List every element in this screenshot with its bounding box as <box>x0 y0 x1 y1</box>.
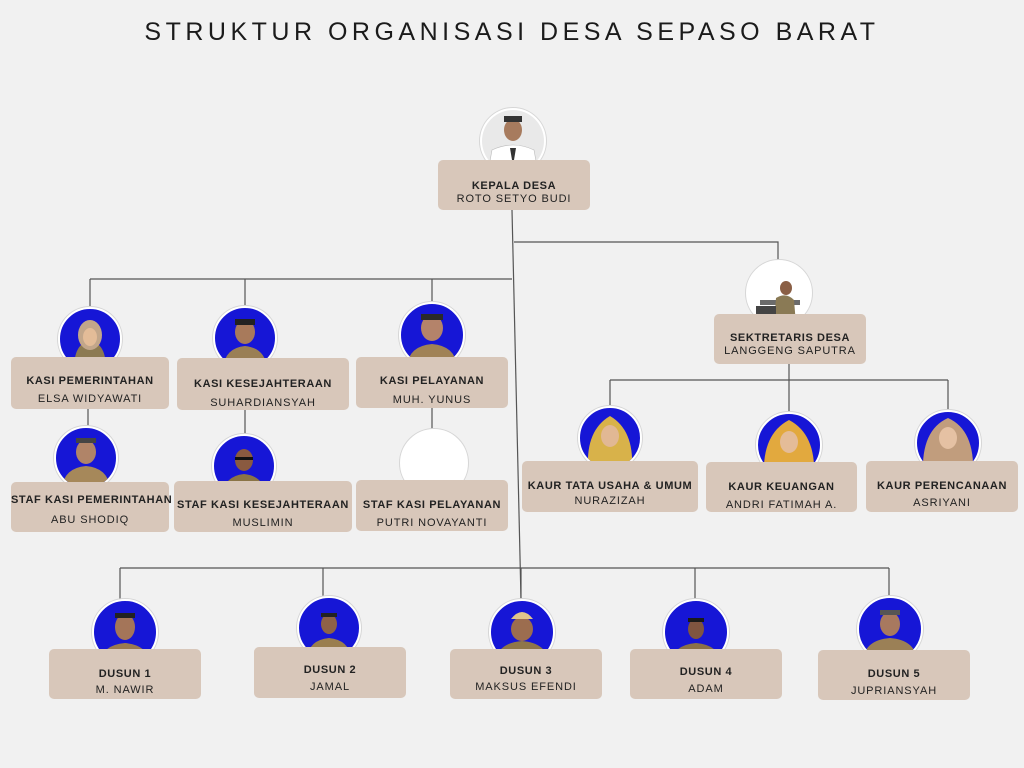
kepala-name: ROTO SETYO BUDI <box>456 193 572 205</box>
dusun-2-box: DUSUN 2 JAMAL <box>254 647 406 698</box>
dusun-2-role: DUSUN 2 <box>303 664 357 676</box>
kaur-1-box: KAUR TATA USAHA & UMUM NURAZIZAH <box>522 461 698 512</box>
dusun-4-box: DUSUN 4 ADAM <box>630 649 782 699</box>
kasi-2-name: SUHARDIANSYAH <box>210 397 316 409</box>
staf-1-photo <box>54 426 118 490</box>
kasi-1-name: ELSA WIDYAWATI <box>37 393 143 405</box>
staf-3-role: STAF KASI PELAYANAN <box>362 499 502 511</box>
kaur-3-box: KAUR PERENCANAAN ASRIYANI <box>866 461 1018 512</box>
kasi-1-box: KASI PEMERINTAHAN ELSA WIDYAWATI <box>11 357 169 409</box>
staf-1-role: STAF KASI PEMERINTAHAN <box>11 494 173 506</box>
dusun-5-name: JUPRIANSYAH <box>850 685 938 697</box>
kaur-2-role: KAUR KEUANGAN <box>728 481 835 493</box>
dusun-5-box: DUSUN 5 JUPRIANSYAH <box>818 650 970 700</box>
kasi-3-name: MUH. YUNUS <box>392 394 472 406</box>
kaur-1-name: NURAZIZAH <box>574 495 646 507</box>
dusun-1-role: DUSUN 1 <box>98 668 152 680</box>
main-trunk-line <box>511 209 522 601</box>
kaur-1-role: KAUR TATA USAHA & UMUM <box>527 480 693 492</box>
staf-1-name: ABU SHODIQ <box>50 514 130 526</box>
staf-1-box: STAF KASI PEMERINTAHAN ABU SHODIQ <box>11 482 173 532</box>
kaur-1-photo <box>578 406 642 470</box>
kaur-2-box: KAUR KEUANGAN ANDRI FATIMAH A. <box>706 462 857 512</box>
kasi-3-role: KASI PELAYANAN <box>379 375 485 387</box>
staf-2-role: STAF KASI KESEJAHTERAAN <box>177 499 349 511</box>
kasi-3-box: KASI PELAYANAN MUH. YUNUS <box>356 357 508 408</box>
sekretaris-box: SEKTRETARIS DESA LANGGENG SAPUTRA <box>714 314 866 364</box>
dusun-4-name: ADAM <box>688 683 724 695</box>
line-to-sekretaris <box>514 241 779 262</box>
kasi-2-box: KASI KESEJAHTERAAN SUHARDIANSYAH <box>177 358 349 410</box>
kepala-box: KEPALA DESA ROTO SETYO BUDI <box>438 160 590 210</box>
sekretaris-name: LANGGENG SAPUTRA <box>724 345 856 357</box>
dusun-1-name: M. NAWIR <box>95 684 155 696</box>
dusun-2-name: JAMAL <box>310 681 350 693</box>
staf-2-name: MUSLIMIN <box>232 517 294 529</box>
dusun-5-role: DUSUN 5 <box>867 668 921 680</box>
kaur-3-name: ASRIYANI <box>913 497 971 509</box>
dusun-4-role: DUSUN 4 <box>679 666 733 678</box>
dusun-3-box: DUSUN 3 MAKSUS EFENDI <box>450 649 602 699</box>
sekretaris-role: SEKTRETARIS DESA <box>729 332 851 344</box>
dusun-3-name: MAKSUS EFENDI <box>475 681 577 693</box>
dusun-1-box: DUSUN 1 M. NAWIR <box>49 649 201 699</box>
kaur-3-role: KAUR PERENCANAAN <box>877 480 1007 492</box>
kepala-role: KEPALA DESA <box>471 180 557 192</box>
kaur-2-name: ANDRI FATIMAH A. <box>725 499 838 511</box>
staf-2-box: STAF KASI KESEJAHTERAAN MUSLIMIN <box>174 481 352 532</box>
kasi-1-role: KASI PEMERINTAHAN <box>26 375 154 387</box>
staf-3-box: STAF KASI PELAYANAN PUTRI NOVAYANTI <box>356 480 508 531</box>
dusun-3-role: DUSUN 3 <box>499 665 553 677</box>
page-title: STRUKTUR ORGANISASI DESA SEPASO BARAT <box>144 18 880 46</box>
staf-3-name: PUTRI NOVAYANTI <box>376 517 488 529</box>
kasi-2-role: KASI KESEJAHTERAAN <box>194 378 332 390</box>
